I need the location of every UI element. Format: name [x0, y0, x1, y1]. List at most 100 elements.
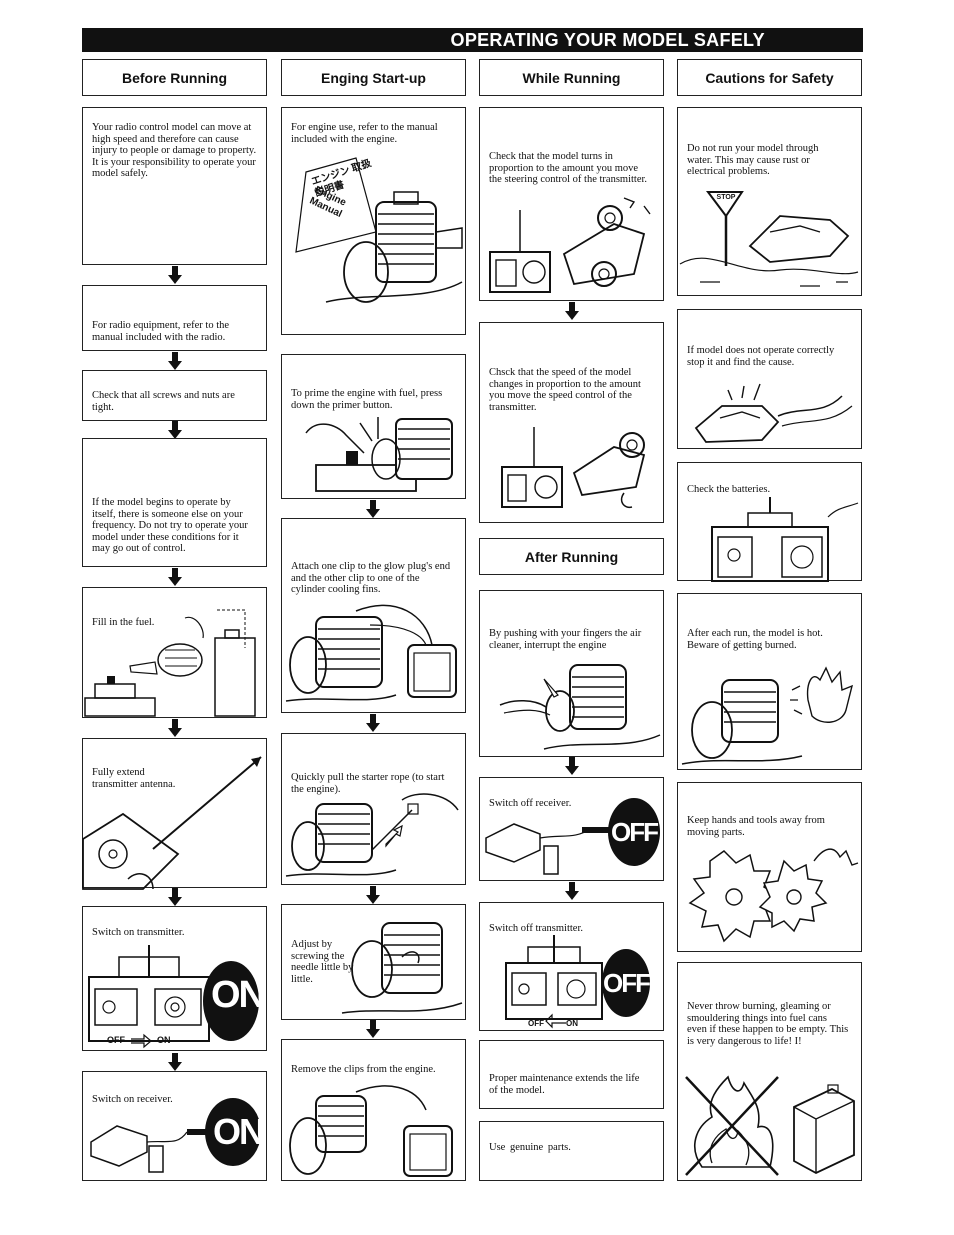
down-arrow-icon — [168, 719, 182, 737]
down-arrow-icon — [366, 886, 380, 904]
header-cautions-safety: Cautions for Safety — [677, 59, 862, 96]
stop-sign-icon — [679, 191, 859, 287]
header-after-running: After Running — [479, 538, 664, 575]
car-icon — [694, 383, 853, 443]
step-box: Switch off receiver. OFF — [479, 777, 664, 881]
caution-box: After each run, the model is hot. Beware… — [677, 593, 862, 770]
step-text: Proper maintenance extends the life of t… — [489, 1073, 640, 1096]
engine-icon — [499, 664, 661, 750]
down-arrow-icon — [366, 714, 380, 732]
step-box: For engine use, refer to the manual incl… — [281, 107, 466, 335]
step-text: Switch on receiver. — [92, 1094, 173, 1105]
step-box: Your radio control model can move at hig… — [82, 107, 267, 265]
step-box: To prime the engine with fuel, press dow… — [281, 354, 466, 499]
step-box: Quickly pull the starter rope (to start … — [281, 733, 466, 885]
page-title: OPERATING YOUR MODEL SAFELY — [82, 28, 863, 52]
down-arrow-icon — [168, 568, 182, 586]
on-label: ON — [211, 974, 266, 1016]
transmitter-icon — [82, 756, 262, 890]
down-arrow-icon — [168, 1053, 182, 1071]
step-text: Check that the model turns in proportion… — [489, 151, 648, 185]
down-arrow-icon — [565, 882, 579, 900]
engine-icon — [305, 417, 453, 492]
step-text: Switch off transmitter. — [489, 923, 584, 934]
step-box: Chsck that the speed of the model change… — [479, 322, 664, 523]
header-before-running: Before Running — [82, 59, 267, 96]
step-text: Switch off receiver. — [489, 798, 572, 809]
caution-text: Check the batteries. — [687, 484, 771, 495]
step-box: Switch on receiver. ON — [82, 1071, 267, 1181]
caution-text: If model does not operate correctly stop… — [687, 345, 835, 368]
step-box: Attach one clip to the glow plug's end a… — [281, 518, 466, 713]
step-text: Chsck that the speed of the model change… — [489, 367, 641, 413]
caution-box: If model does not operate correctly stop… — [677, 309, 862, 449]
engine-icon — [289, 1085, 453, 1177]
engine-icon — [341, 922, 463, 1014]
down-arrow-icon — [168, 421, 182, 439]
transmitter-icon — [711, 497, 859, 582]
step-text: For engine use, refer to the manual incl… — [291, 122, 438, 145]
transmitter-icon — [505, 935, 650, 1029]
step-text: Remove the clips from the engine. — [291, 1064, 436, 1075]
step-text: Use genuine parts. — [489, 1142, 571, 1153]
step-box: Remove the clips from the engine. — [281, 1039, 466, 1181]
step-box: Check that all screws and nuts are tight… — [82, 370, 267, 421]
receiver-icon — [90, 1098, 261, 1173]
step-box: Switch off transmitter. OFF OFF ON — [479, 902, 664, 1031]
step-box: Fill in the fuel. — [82, 587, 267, 718]
step-box: Fully extend transmitter antenna. — [82, 738, 267, 890]
step-text: Switch on transmitter. — [92, 927, 185, 938]
transmitter-icon — [88, 945, 259, 1049]
step-text: Fill in the fuel. — [92, 617, 155, 628]
step-box: Check that the model turns in proportion… — [479, 107, 664, 301]
caution-text: After each run, the model is hot. Beware… — [687, 628, 823, 651]
step-box: Switch on transmitter. ON OFF ON — [82, 906, 267, 1051]
off-label: OFF — [107, 1035, 125, 1045]
caution-text: Do not run your model through water. Thi… — [687, 143, 819, 177]
step-text: Attach one clip to the glow plug's end a… — [291, 561, 451, 595]
car-icon — [501, 427, 646, 509]
caution-text: Never throw burning, gleaming or smoulde… — [687, 1001, 849, 1047]
step-text: Check that all screws and nuts are tight… — [92, 390, 235, 413]
step-text: If the model begins to operate by itself… — [92, 497, 248, 554]
step-text: Adjust by screwing the needle little by … — [291, 939, 354, 985]
caution-box: Never throw burning, gleaming or smoulde… — [677, 962, 862, 1181]
step-box: If the model begins to operate by itself… — [82, 438, 267, 567]
car-icon — [489, 197, 651, 293]
step-box: Proper maintenance extends the life of t… — [479, 1040, 664, 1109]
down-arrow-icon — [366, 500, 380, 518]
hand-icon — [681, 666, 854, 765]
step-text: To prime the engine with fuel, press dow… — [291, 388, 443, 411]
caution-box: Keep hands and tools away from moving pa… — [677, 782, 862, 952]
down-arrow-icon — [565, 302, 579, 320]
down-arrow-icon — [366, 1020, 380, 1038]
on-small-label: ON — [157, 1035, 171, 1045]
down-arrow-icon — [168, 888, 182, 906]
caution-box: Do not run your model through water. Thi… — [677, 107, 862, 296]
fuel-bottle-icon — [84, 609, 256, 717]
header-engine-startup: Enging Start-up — [281, 59, 466, 96]
engine-icon — [295, 157, 463, 303]
step-box: By pushing with your fingers the air cle… — [479, 590, 664, 757]
caution-box: Check the batteries. — [677, 462, 862, 582]
on-small-label: ON — [566, 1019, 578, 1028]
fire-icon — [685, 1075, 855, 1176]
receiver-icon — [485, 798, 660, 875]
step-text: Your radio control model can move at hig… — [92, 122, 257, 179]
step-box: For radio equipment, refer to the manual… — [82, 285, 267, 351]
caution-text: Keep hands and tools away from moving pa… — [687, 815, 825, 838]
off-small-label: OFF — [528, 1019, 544, 1028]
off-label: OFF — [611, 817, 659, 847]
step-box: Adjust by screwing the needle little by … — [281, 904, 466, 1020]
step-text: Quickly pull the starter rope (to start … — [291, 772, 445, 795]
header-while-running: While Running — [479, 59, 664, 96]
step-text: By pushing with your fingers the air cle… — [489, 628, 642, 651]
step-text: Fully extend transmitter antenna. — [92, 767, 176, 790]
engine-icon — [285, 793, 459, 877]
down-arrow-icon — [168, 266, 182, 284]
gear-icon — [688, 848, 859, 943]
down-arrow-icon — [168, 352, 182, 370]
down-arrow-icon — [565, 757, 579, 775]
step-text: For radio equipment, refer to the manual… — [92, 320, 230, 343]
on-label: ON — [213, 1111, 265, 1152]
